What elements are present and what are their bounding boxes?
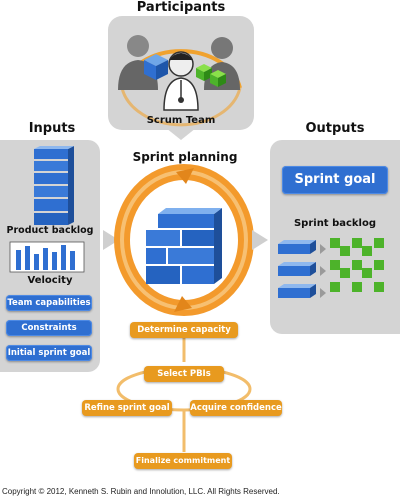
sprint-backlog-label: Sprint backlog xyxy=(293,218,377,229)
velocity-chart-icon xyxy=(9,241,85,273)
sprint-goal-button[interactable]: Sprint goal xyxy=(282,166,388,194)
finalize-commitment-step: Finalize commitment xyxy=(134,453,232,469)
sprint-planning-title: Sprint planning xyxy=(132,150,238,164)
product-backlog-stack-icon xyxy=(34,146,74,225)
copyright-text: Copyright © 2012, Kenneth S. Rubin and I… xyxy=(2,487,280,496)
inputs-title: Inputs xyxy=(28,121,76,136)
constraints-button[interactable]: Constraints xyxy=(6,320,92,336)
select-pbis-step: Select PBIs xyxy=(144,366,224,382)
participants-title: Participants xyxy=(136,0,226,15)
acquire-confidence-step: Acquire confidence xyxy=(190,400,282,416)
scrum-team-illustration xyxy=(118,35,242,127)
outputs-arrow xyxy=(252,230,268,250)
sprint-backlog-icon xyxy=(278,238,384,298)
team-capabilities-button[interactable]: Team capabilities xyxy=(6,295,92,311)
outputs-title: Outputs xyxy=(305,121,365,136)
initial-sprint-goal-button[interactable]: Initial sprint goal xyxy=(6,345,92,361)
determine-capacity-step: Determine capacity xyxy=(130,322,238,338)
sprint-planning-cycle-icon xyxy=(114,164,254,316)
velocity-label: Velocity xyxy=(27,275,73,286)
participants-pointer xyxy=(166,128,196,140)
product-backlog-label: Product backlog xyxy=(6,225,94,236)
inputs-arrow xyxy=(103,230,119,250)
scrum-team-label: Scrum Team xyxy=(146,115,216,126)
refine-sprint-goal-step: Refine sprint goal xyxy=(82,400,172,416)
